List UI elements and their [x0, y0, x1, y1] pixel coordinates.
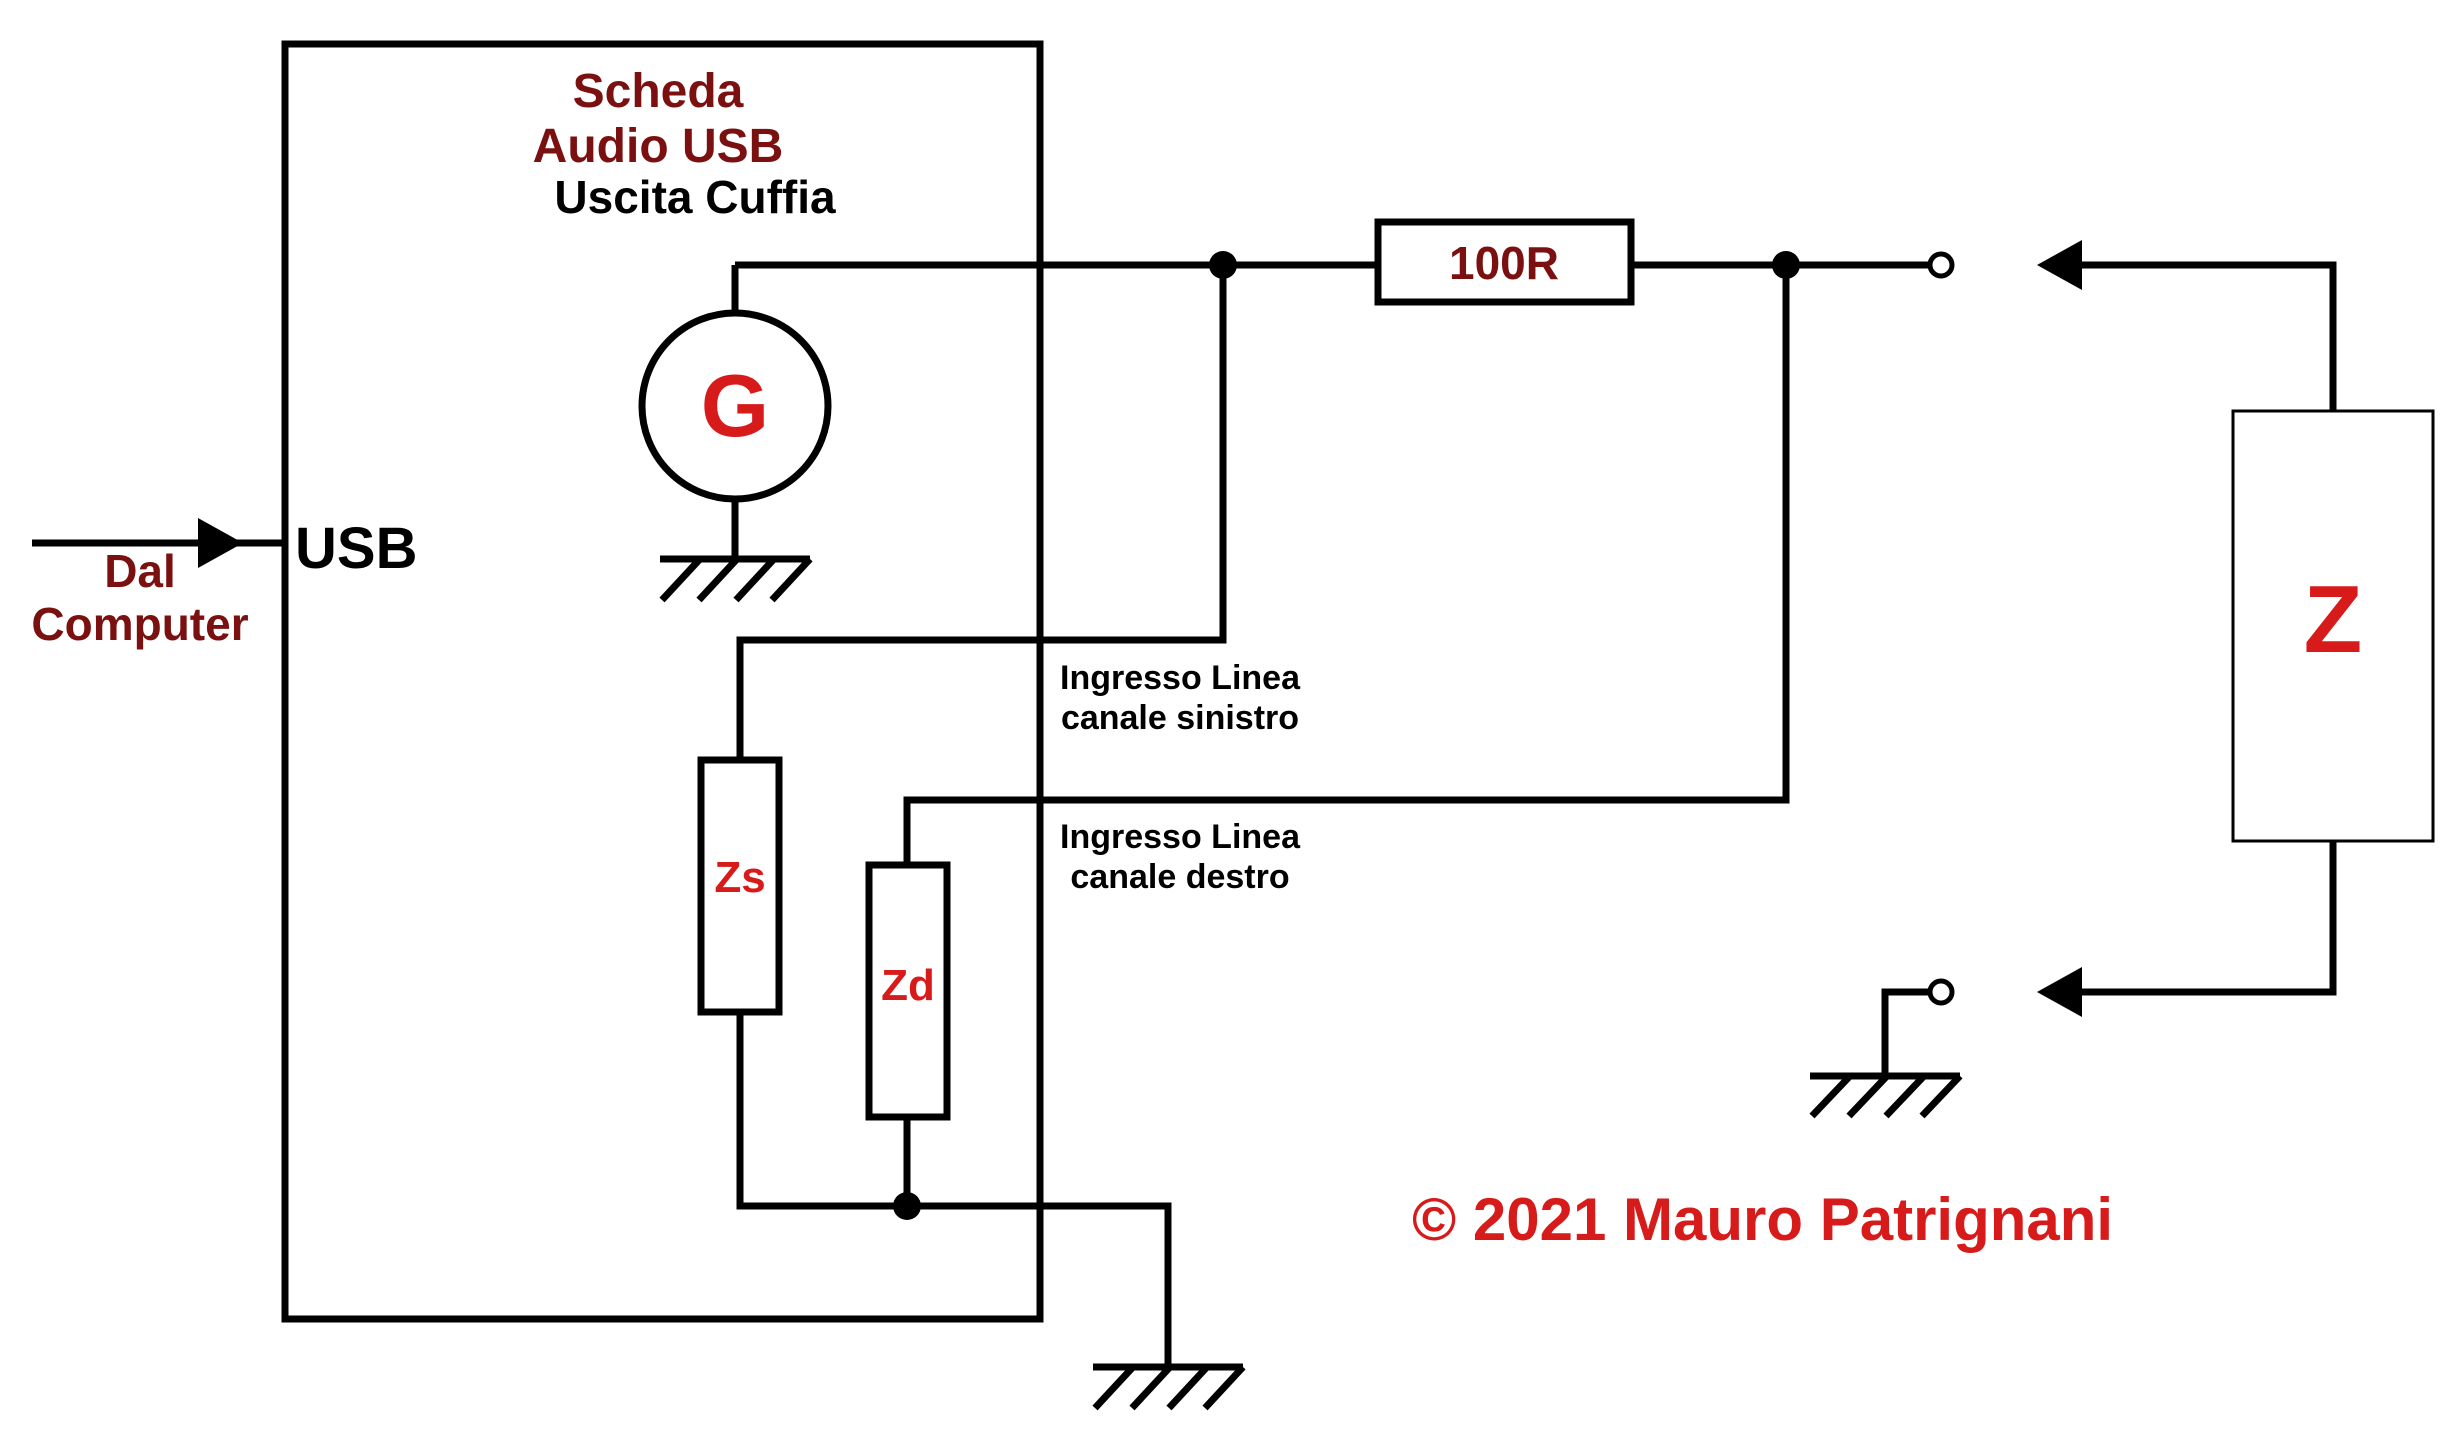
generator-ground-icon	[659, 555, 813, 603]
card-title-line1: Scheda	[573, 65, 744, 118]
right-input-label-line1: Ingresso Linea	[1060, 818, 1301, 856]
load-impedance	[2231, 409, 2435, 843]
source-label-line2: Computer	[31, 598, 248, 650]
zs-ground-wire	[736, 1012, 1172, 1367]
right-channel-wire	[903, 265, 1790, 865]
load-letter: Z	[2304, 566, 2363, 673]
output-ground-wire	[1881, 988, 1930, 1076]
load-bottom-arrow	[2037, 967, 2082, 1017]
zd-label: Zd	[881, 961, 935, 1010]
zs-label: Zs	[714, 853, 765, 902]
source-label-line1: Dal	[104, 545, 176, 597]
output-ground-icon	[1809, 1072, 1963, 1119]
load-top-wire	[2080, 261, 2337, 411]
usb-label: USB	[295, 516, 417, 581]
copyright-notice: © 2021 Mauro Patrignani	[1412, 1186, 2113, 1253]
zd-impedance	[865, 861, 951, 1121]
left-input-label-line2: canale sinistro	[1061, 699, 1299, 737]
left-input-label-line1: Ingresso Linea	[1060, 659, 1301, 697]
resistor-label: 100R	[1449, 237, 1559, 289]
resistor-100r	[1374, 218, 1635, 306]
card-title-line2: Audio USB	[533, 120, 784, 173]
card-ground-icon	[1092, 1363, 1246, 1411]
junction-dot-ground	[893, 1192, 921, 1220]
right-input-label-line2: canale destro	[1070, 858, 1289, 896]
load-bottom-wire	[2080, 841, 2337, 996]
usb-input-arrow	[198, 518, 243, 568]
headphone-output-label: Uscita Cuffia	[554, 171, 836, 223]
load-top-arrow	[2037, 240, 2082, 290]
left-channel-wire	[736, 265, 1227, 760]
generator-letter: G	[701, 356, 769, 455]
output-terminal-top	[1927, 251, 1955, 279]
sound-card-box	[281, 40, 1044, 1323]
output-terminal-bottom	[1927, 978, 1955, 1006]
